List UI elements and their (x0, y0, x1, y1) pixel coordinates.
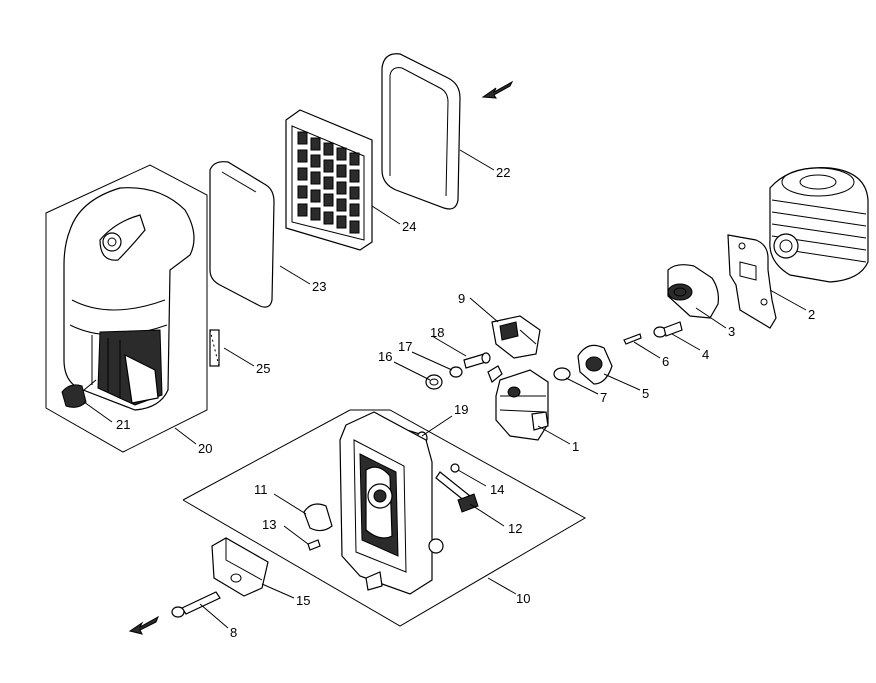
part-number-5: 5 (642, 386, 649, 401)
part-number-14: 14 (490, 482, 504, 497)
filter-grid (297, 131, 360, 234)
o-ring (553, 367, 571, 381)
insulator (667, 264, 719, 319)
part-number-12: 12 (508, 521, 522, 536)
part-number-21: 21 (116, 417, 130, 432)
part-number-10: 10 (516, 591, 530, 606)
part-number-6: 6 (662, 354, 669, 369)
part-number-18: 18 (430, 325, 444, 340)
cover-group-outline (45, 164, 208, 453)
bolt-4 (653, 321, 683, 338)
screw-18 (463, 352, 491, 369)
filter-element (285, 109, 373, 251)
pre-filter (381, 53, 461, 210)
air-cleaner-base (339, 411, 444, 595)
cover-knob (61, 379, 97, 408)
label-sticker (209, 329, 220, 367)
part-number-16: 16 (378, 349, 392, 364)
part-number-13: 13 (262, 517, 276, 532)
part-number-19: 19 (454, 402, 468, 417)
part-number-4: 4 (702, 347, 709, 362)
part-number-8: 8 (230, 625, 237, 640)
arrow-icon (481, 80, 514, 99)
part-number-3: 3 (728, 324, 735, 339)
part-number-25: 25 (256, 361, 270, 376)
pin-6 (623, 333, 642, 345)
arrow-icon (128, 615, 159, 635)
bottom-cover (211, 537, 269, 597)
part-number-9: 9 (458, 291, 465, 306)
plate-11 (303, 503, 333, 532)
leader-lines (83, 149, 807, 629)
base-group-outline (182, 409, 587, 627)
spring (450, 463, 460, 473)
insulator-gasket (727, 234, 777, 329)
part-number-2: 2 (808, 307, 815, 322)
part-number-24: 24 (402, 219, 416, 234)
choke-lever (435, 471, 479, 513)
grommet (425, 374, 443, 390)
part-number-17: 17 (398, 339, 412, 354)
part-number-7: 7 (600, 390, 607, 405)
part-number-11: 11 (254, 482, 268, 497)
washer (449, 366, 463, 378)
part-number-labels: 1 2 3 4 5 6 7 8 9 10 11 12 13 14 15 16 1… (116, 165, 815, 640)
spacer-5 (577, 344, 613, 385)
part-number-15: 15 (296, 593, 310, 608)
choke-cover (491, 315, 541, 359)
part-number-1: 1 (572, 439, 579, 454)
cylinder (769, 167, 869, 283)
part-number-20: 20 (198, 441, 212, 456)
bolt-8 (171, 591, 221, 618)
filter-gasket (209, 161, 275, 308)
screw-13 (307, 539, 321, 551)
part-number-23: 23 (312, 279, 326, 294)
carburetor (487, 365, 549, 441)
part-number-22: 22 (496, 165, 510, 180)
air-cleaner-cover (63, 187, 195, 411)
